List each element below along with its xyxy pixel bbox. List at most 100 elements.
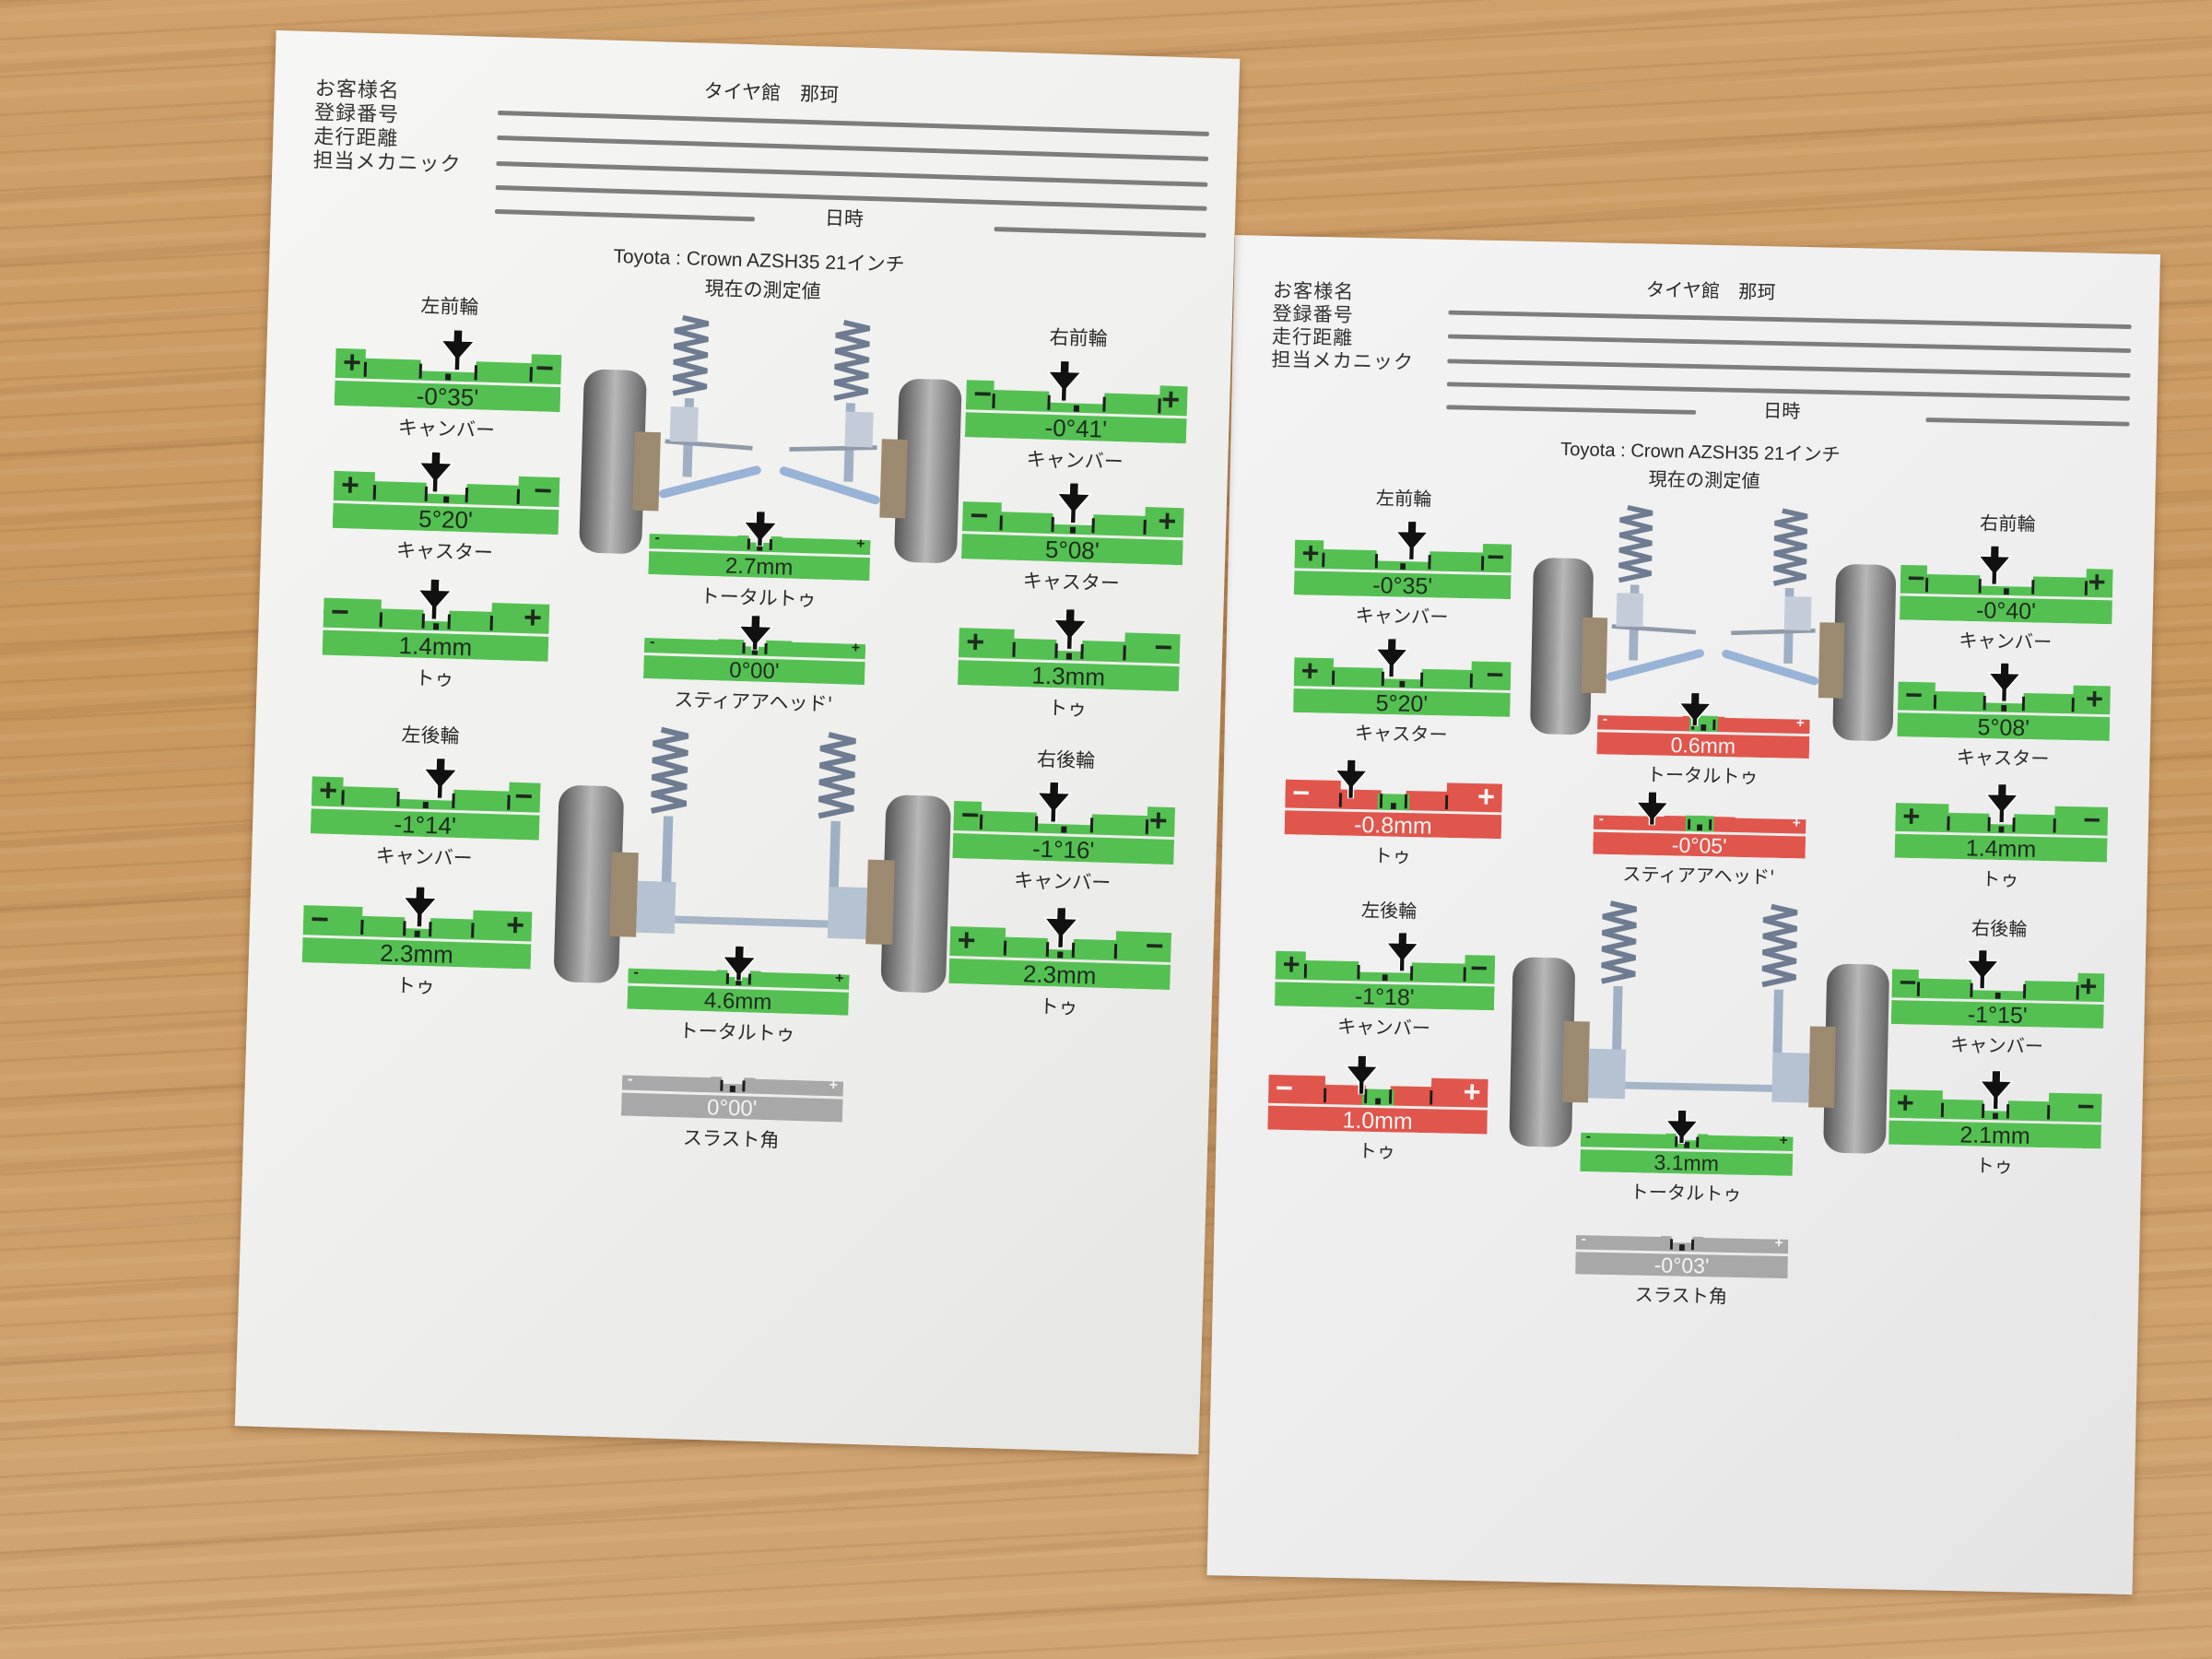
sign-right: + [1463, 1075, 1482, 1110]
gauge-tick [1675, 1135, 1678, 1147]
down-arrow-icon [721, 945, 758, 982]
gauge-value: -0°35' [416, 382, 479, 412]
rear-suspension-illustration [554, 726, 951, 993]
right-tire [880, 794, 951, 993]
coil-spring [1761, 903, 1798, 988]
gauge-tick [465, 488, 469, 503]
sign-right: + [1148, 803, 1169, 839]
wheel-heading-rear-left: 左後輪 [1360, 900, 1418, 923]
gauge-label: スラスト角 [682, 1126, 780, 1152]
field-label-3: 担当メカニック [312, 149, 462, 177]
gauge-center-mark [1700, 724, 1707, 731]
sign-right: + [1160, 382, 1181, 418]
gauge-tick [507, 794, 511, 810]
gauge-value: 1.0mm [1342, 1106, 1414, 1135]
sign-left: + [340, 467, 360, 503]
gauge-fr-camber: −+-0°40' [1900, 561, 2113, 625]
gauge-value: 1.4mm [398, 631, 473, 662]
sign-left: - [1581, 1231, 1586, 1247]
left-brake [609, 852, 639, 937]
gauge-tick [2076, 985, 2079, 1000]
sign-left: - [1598, 811, 1605, 828]
gauge-tick [1970, 982, 1973, 998]
right-brake [1818, 622, 1845, 699]
sign-left: + [1300, 653, 1320, 688]
gauge-scale-shape [335, 347, 562, 385]
gauge-tick [1978, 579, 1982, 594]
gauge-value-strip [322, 629, 549, 662]
gauge-tick [1012, 641, 1016, 657]
gauge-bar-graphic [964, 380, 1188, 444]
gauge-tick [1389, 1089, 1393, 1104]
gauge-tick [396, 791, 400, 807]
gauge-value: 2.1mm [1959, 1121, 2030, 1149]
gauge-rl-camber: +−-1°18' [1274, 947, 1496, 1011]
gauge-center-mark [422, 801, 429, 809]
gauge-scale-shape [1900, 564, 2113, 598]
gauge-value: 3.1mm [1653, 1150, 1720, 1177]
gauge-tick [1080, 643, 1084, 660]
sign-left: − [330, 594, 350, 630]
wheel-heading-front-left: 左前輪 [1375, 487, 1432, 511]
left-brake [1562, 1020, 1590, 1103]
sign-right: − [1145, 928, 1165, 964]
gauge-label: トゥ [1373, 844, 1412, 867]
sign-left: - [654, 530, 661, 547]
down-arrow-icon [1055, 482, 1092, 524]
sign-left: - [627, 1071, 633, 1088]
gauge-bar-graphic [1888, 1089, 2102, 1149]
right-brake [1808, 1026, 1836, 1108]
gauge-fl-caster: +−5°20' [1293, 653, 1512, 717]
gauge-rr-camber: −+-1°16' [952, 797, 1176, 865]
right-brake [865, 859, 895, 946]
coil-spring [672, 314, 710, 396]
down-arrow-icon [1677, 691, 1713, 727]
gauge-tick [2006, 1104, 2010, 1119]
sign-right: + [523, 600, 543, 636]
gauge-rear-total-toe: -+3.1mm [1580, 1129, 1794, 1177]
gauge-fr-toe: +−1.3mm [957, 624, 1181, 692]
gauge-value: -1°18' [1354, 982, 1415, 1011]
gauge-value: 5°08' [1044, 535, 1100, 565]
gauge-value-strip [1596, 732, 1810, 759]
gauge-value: -0°41' [1044, 413, 1108, 443]
gauge-label: キャンバー [1013, 868, 1112, 895]
sign-left: − [969, 498, 989, 534]
down-arrow-icon [1987, 662, 2022, 702]
gauge-bar-graphic [301, 905, 533, 970]
gauge-center-mark [2003, 588, 2009, 595]
gauge-value-strip [1900, 595, 2112, 625]
gauge-value: -1°14' [394, 809, 457, 840]
gauge-tick [2023, 983, 2027, 999]
gauge-fr-toe: +−1.4mm [1894, 799, 2109, 863]
gauge-tick [403, 921, 406, 936]
gauge-bar-graphic [332, 470, 560, 535]
down-arrow-icon [1984, 783, 2020, 824]
gauge-center-mark [729, 1085, 735, 1093]
gauge-tick [1712, 719, 1716, 731]
gauge-value-strip [643, 654, 865, 686]
gauge-tick [1696, 1136, 1700, 1147]
gauge-tick [979, 814, 983, 830]
down-arrow-icon [402, 886, 439, 928]
gauge-label: キャンバー [1959, 629, 2053, 653]
gauge-value-strip [1274, 982, 1495, 1011]
gauge-tick [1034, 816, 1039, 831]
gauge-tick [1051, 516, 1054, 533]
wheel-heading-rear-left: 左後輪 [401, 724, 460, 748]
gauge-scale-shape [965, 380, 1188, 417]
form-line [497, 135, 1209, 161]
gauge-bar-graphic [961, 501, 1184, 566]
gauge-value-strip [1888, 1120, 2101, 1149]
gauge-tick [747, 538, 751, 550]
gauge-value-strip [648, 551, 871, 582]
gauge-tick [1381, 671, 1384, 687]
gauge-value-strip [952, 832, 1175, 865]
gauge-rl-toe: −+2.3mm [301, 901, 533, 970]
gauge-fr-camber: −+-0°41' [964, 376, 1188, 444]
gauge-value-strip [1593, 831, 1806, 859]
rear-suspension-illustration [1509, 900, 1889, 1154]
gauge-center-mark [1057, 951, 1064, 959]
form-line [1447, 334, 2132, 353]
